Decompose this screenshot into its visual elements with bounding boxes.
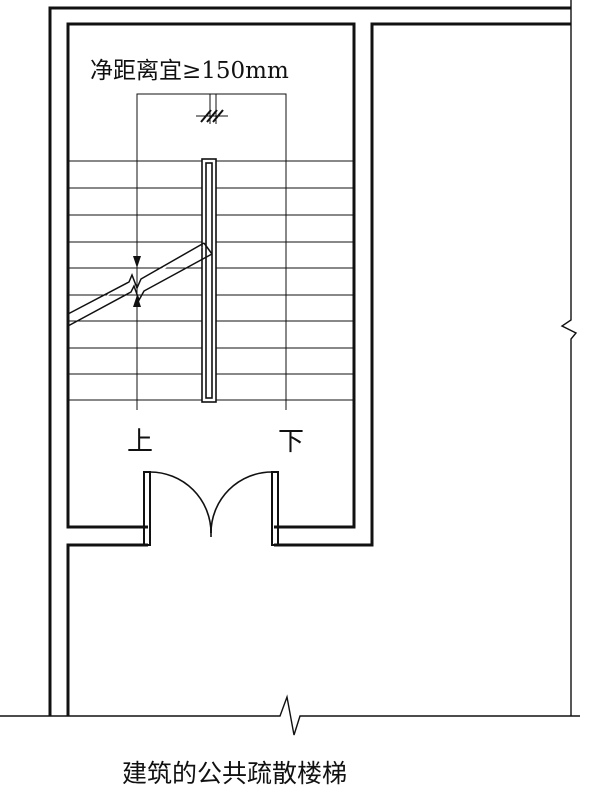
door-swing	[149, 471, 273, 537]
tread-dimension-arrows	[133, 242, 141, 320]
caption: 建筑的公共疏散楼梯	[122, 759, 347, 788]
down-label: 下	[278, 427, 304, 457]
clearance-label: 净距离宜≥150mm	[90, 58, 289, 84]
outer-wall	[48, 6, 571, 716]
cut-line	[67, 242, 213, 327]
bottom-break-line	[0, 694, 580, 736]
door-jamb-left	[143, 471, 151, 546]
right-break-line	[560, 0, 578, 716]
up-label: 上	[127, 427, 153, 457]
door-jamb-right	[271, 471, 279, 546]
handrail	[201, 158, 217, 403]
stairwell-wall	[66, 22, 356, 529]
